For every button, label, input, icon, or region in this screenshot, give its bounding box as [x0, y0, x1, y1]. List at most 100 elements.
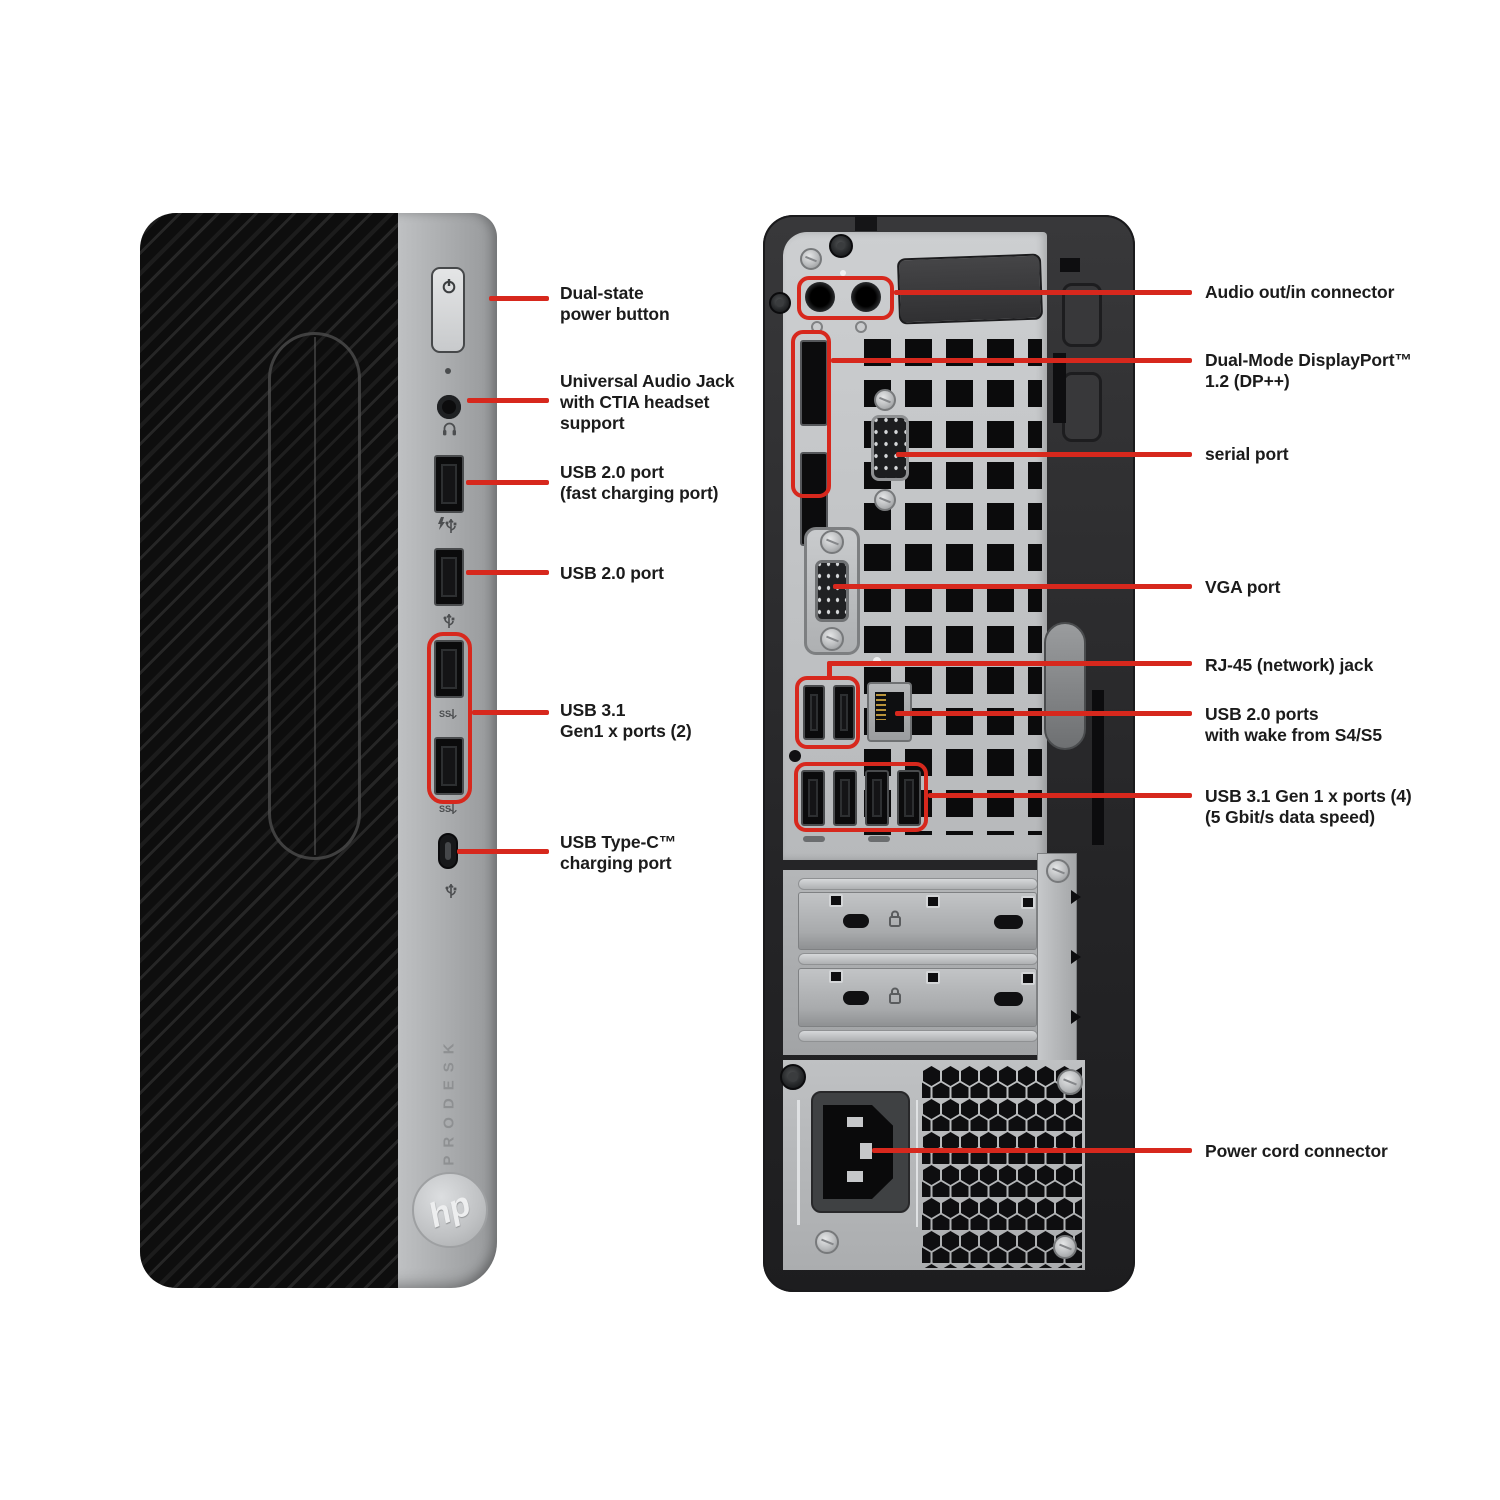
- rear-usb20-port-1: [803, 685, 825, 740]
- usb-fast-charge-icon: [438, 517, 457, 533]
- label-serial-port: serial port: [1205, 444, 1289, 464]
- power-pin: [847, 1117, 863, 1127]
- callout-box-usb31-front: [427, 632, 472, 804]
- callout-box-usb31-rear: [794, 762, 928, 832]
- rear-knockout-slot-2: [1062, 372, 1102, 442]
- front-view-tower: SS SS PRODESK hp: [140, 213, 497, 1288]
- side-panel-latch: [1044, 622, 1086, 750]
- screw: [815, 1230, 839, 1254]
- callout-elbow-rj45: [827, 664, 832, 679]
- headphone-icon: [443, 422, 456, 436]
- screw: [800, 248, 822, 270]
- callout-line-vga: [833, 584, 1192, 589]
- front-usb31-port-2: [434, 737, 464, 795]
- callout-line-audio-jack: [467, 398, 549, 403]
- label-rj45: RJ-45 (network) jack: [1205, 655, 1374, 675]
- label-displayport: Dual-Mode DisplayPort™ 1.2 (DP++): [1205, 350, 1412, 391]
- chassis-detail: [1053, 353, 1066, 423]
- label-audio-out-in: Audio out/in connector: [1205, 282, 1395, 302]
- rear-knockout-cover: [896, 253, 1044, 325]
- label-usb31: USB 3.1 Gen1 x ports (2): [560, 700, 692, 741]
- front-handle-groove-line: [314, 337, 316, 855]
- label-power-cord: Power cord connector: [1205, 1141, 1388, 1161]
- screw: [1057, 1069, 1083, 1095]
- vga-port: [815, 560, 849, 622]
- hp-logo: hp: [412, 1172, 488, 1248]
- rj45-jack: [867, 682, 912, 742]
- power-pin: [860, 1143, 872, 1159]
- callout-line-usb20: [466, 570, 549, 575]
- label-usb20-fast: USB 2.0 port (fast charging port): [560, 462, 719, 503]
- card-bracket: [1037, 853, 1077, 1063]
- rear-usb20-port-2: [833, 685, 855, 740]
- prodesk-badge: PRODESK: [440, 1035, 458, 1166]
- label-usb-type-c: USB Type-C™ charging port: [560, 832, 677, 873]
- chassis-detail: [1060, 258, 1080, 272]
- power-inlet-recess: [811, 1091, 910, 1213]
- screw: [829, 234, 853, 258]
- callout-line-usb31: [472, 710, 549, 715]
- label-usb20: USB 2.0 port: [560, 563, 664, 583]
- usb3-ss-icon: SS: [439, 709, 457, 719]
- rear-audio-jack-1: [805, 282, 835, 312]
- callout-line-serial: [896, 452, 1192, 457]
- callout-box-usb20-rear: [795, 676, 860, 749]
- power-button: [431, 267, 465, 353]
- expansion-slot-cover-2: [798, 968, 1037, 1027]
- callout-box-audio: [797, 276, 894, 320]
- callout-line-usb20-fast: [466, 480, 549, 485]
- psu-panel-line: [916, 1100, 918, 1227]
- rear-usb31-port-3: [865, 770, 889, 826]
- power-led: [445, 368, 451, 374]
- svg-text:SS: SS: [439, 709, 451, 719]
- callout-line-usb-c: [457, 849, 549, 854]
- thumbscrew: [780, 1064, 806, 1090]
- rear-usb31-port-2: [833, 770, 857, 826]
- callout-line-power-button: [489, 296, 549, 301]
- power-pin: [847, 1171, 863, 1182]
- label-vga-port: VGA port: [1205, 577, 1281, 597]
- rear-top-notch: [855, 215, 877, 231]
- usb-icon: [443, 614, 455, 628]
- expansion-slot-cover-1: [798, 892, 1037, 950]
- ss-engraving: [803, 836, 825, 842]
- label-usb20-wake: USB 2.0 ports with wake from S4/S5: [1205, 704, 1382, 745]
- psu-panel-line: [797, 1100, 800, 1225]
- callout-line-power-cord: [872, 1148, 1192, 1153]
- screw: [769, 292, 791, 314]
- ss-engraving: [868, 836, 890, 842]
- rear-usb31-port-1: [801, 770, 825, 826]
- padlock-icon: [889, 987, 901, 1004]
- screw: [820, 530, 844, 554]
- usb-icon: [445, 884, 457, 898]
- psu-honeycomb-vent: [922, 1065, 1082, 1268]
- callout-line-usb20-wake: [895, 711, 1192, 716]
- audio-out-engraving-icon: [855, 321, 867, 333]
- front-usb20-fast-port: [434, 455, 464, 513]
- callout-line-audio-out-in: [894, 290, 1192, 295]
- screw: [1053, 1235, 1077, 1259]
- bracket-teeth: [1071, 890, 1081, 1024]
- svg-text:SS: SS: [439, 804, 451, 814]
- front-audio-jack: [437, 395, 461, 419]
- rear-usb31-port-4: [897, 770, 921, 826]
- screw: [1046, 859, 1070, 883]
- chassis-detail: [1092, 690, 1104, 845]
- screw: [874, 489, 896, 511]
- callout-line-rj45: [827, 661, 1192, 666]
- front-usb-c-port: [438, 833, 458, 869]
- slot-rail: [798, 1030, 1038, 1042]
- serial-port-db9: [871, 415, 909, 481]
- slot-rail: [798, 953, 1038, 965]
- screw: [874, 389, 896, 411]
- front-usb20-port: [434, 548, 464, 606]
- callout-line-usb31-rear: [928, 793, 1192, 798]
- rear-audio-jack-2: [851, 282, 881, 312]
- label-usb31-rear: USB 3.1 Gen 1 x ports (4) (5 Gbit/s data…: [1205, 786, 1412, 827]
- usb3-ss-icon: SS: [439, 804, 457, 814]
- front-usb31-port-1: [434, 640, 464, 698]
- label-audio-jack: Universal Audio Jack with CTIA headset s…: [560, 371, 735, 433]
- label-power-button: Dual-state power button: [560, 283, 670, 324]
- callout-box-displayport: [791, 330, 831, 498]
